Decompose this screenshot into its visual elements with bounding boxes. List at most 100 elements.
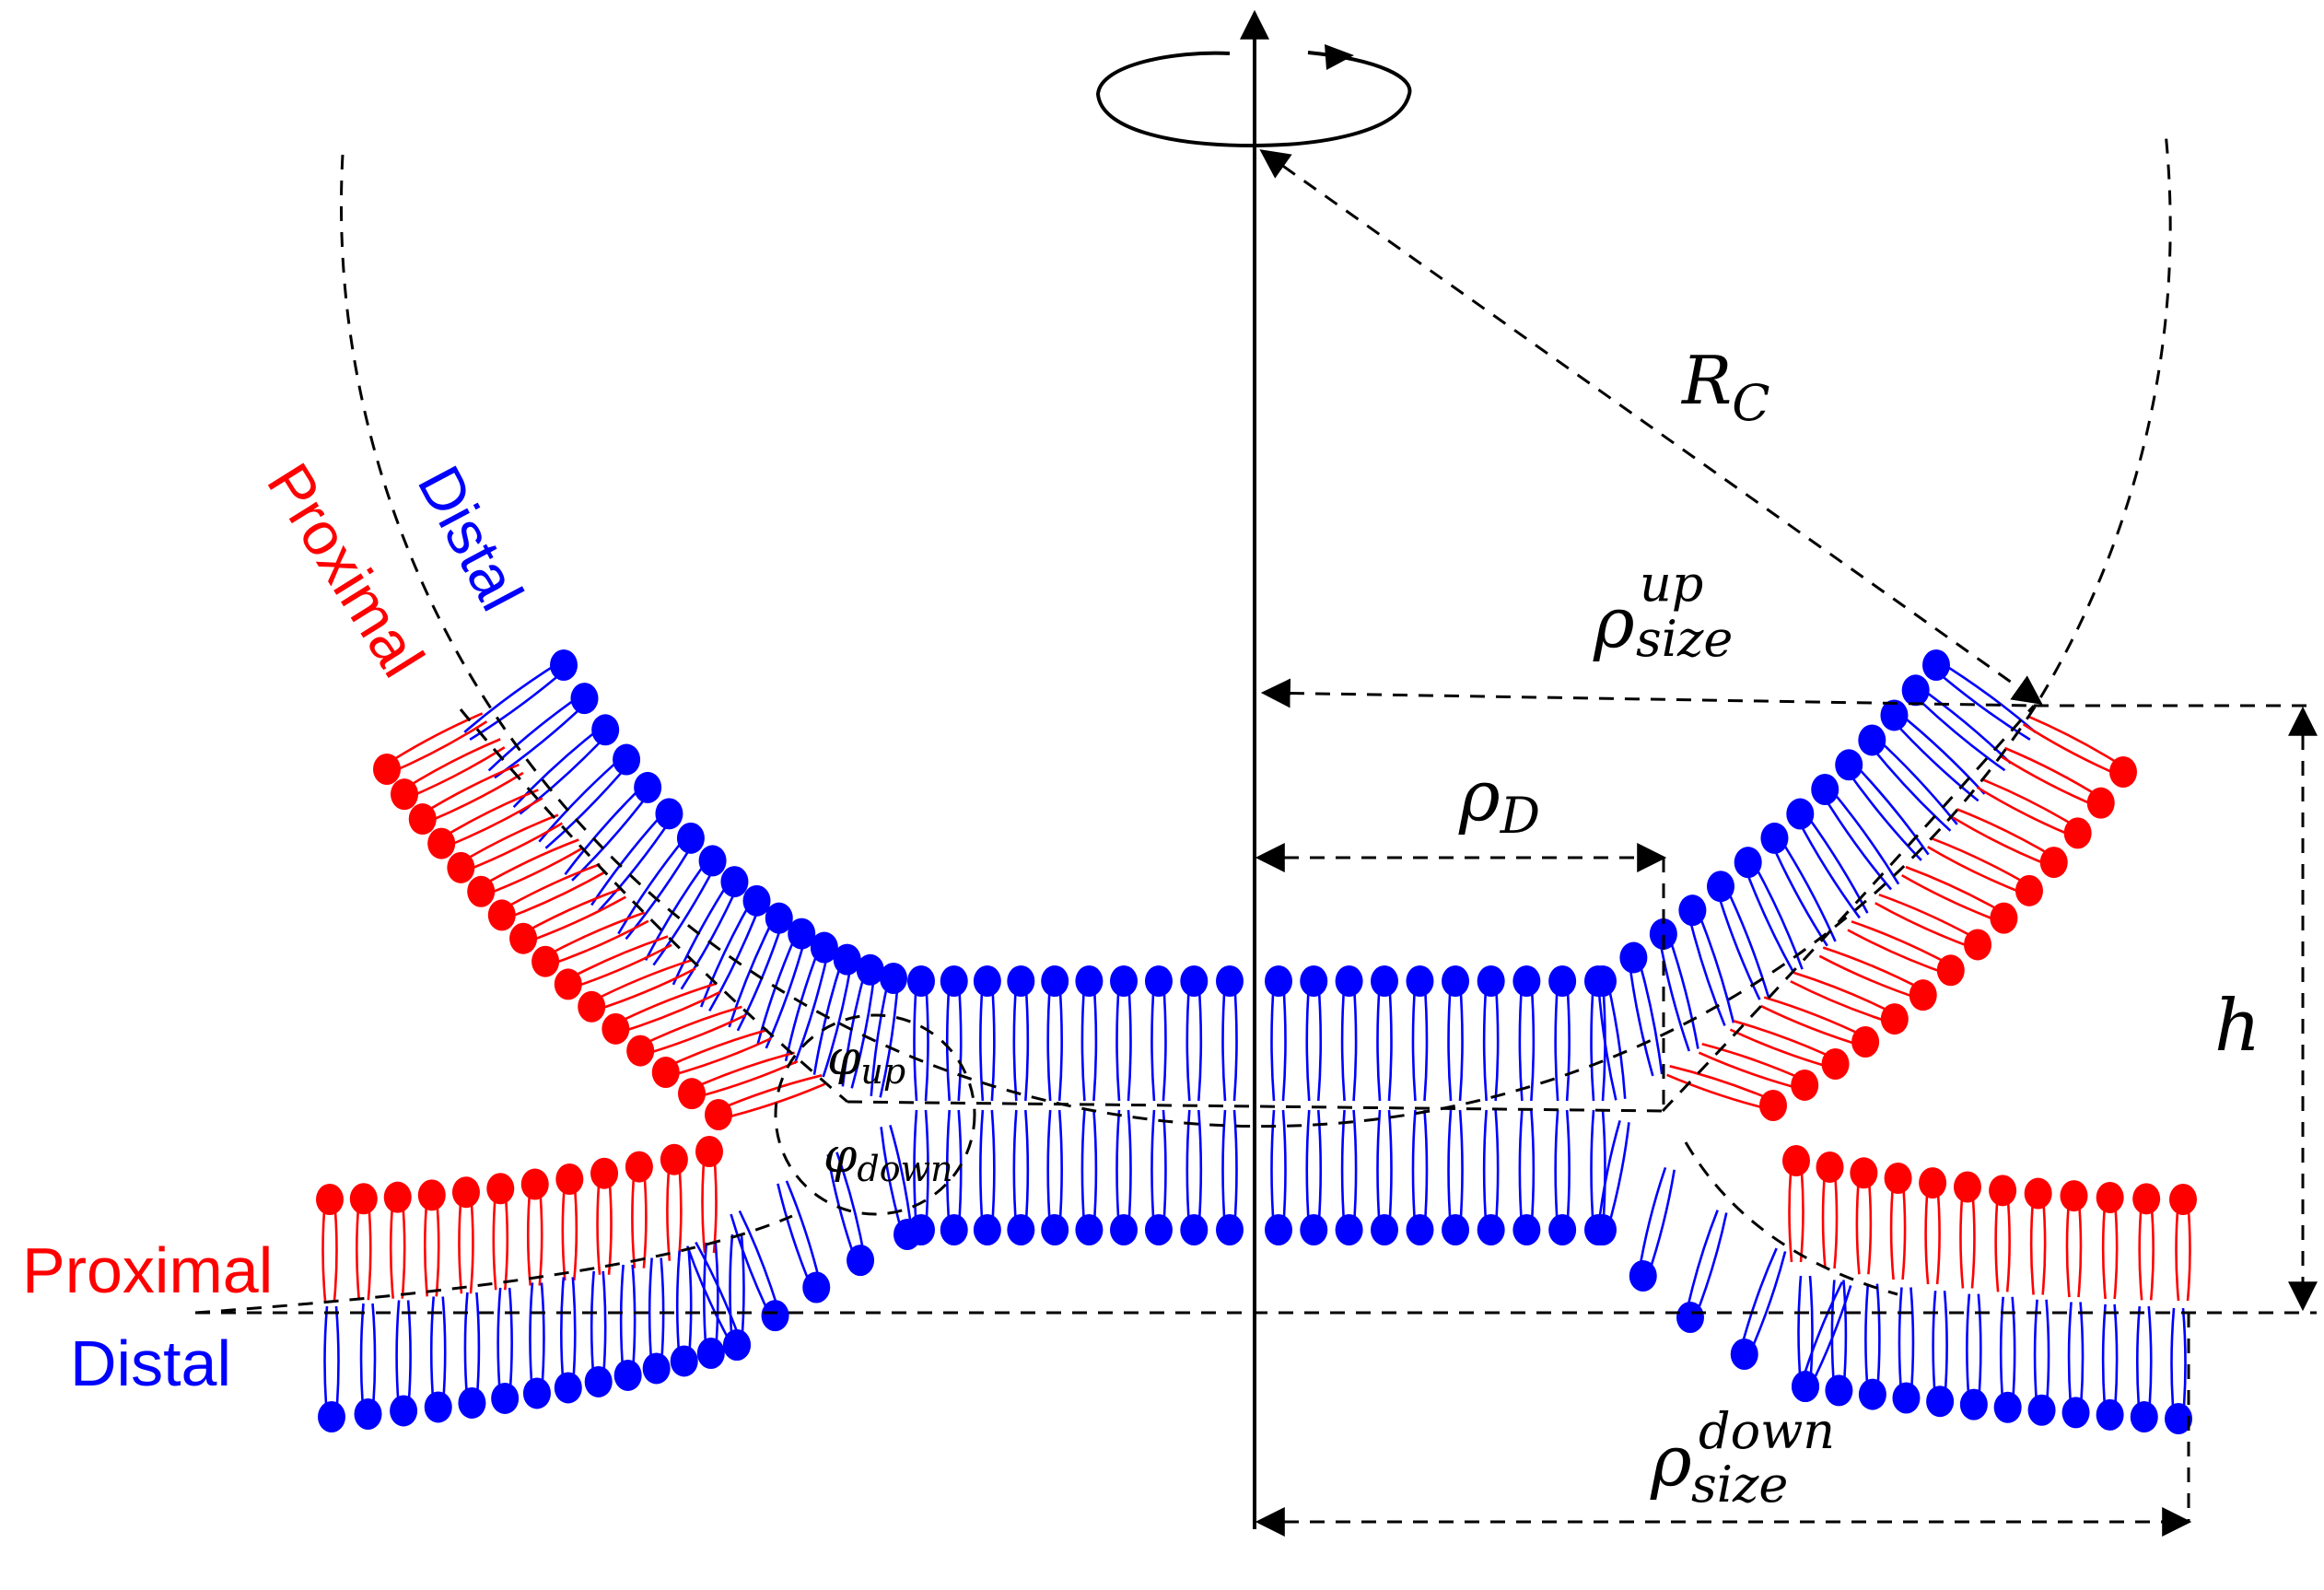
lipid-right-vesicle-proximal (1927, 836, 2043, 906)
lipid-right-vesicle-distal (1786, 798, 1869, 919)
upper-left-distal-label: Distal (405, 455, 537, 621)
rho-size-up-sub: size (1636, 610, 1733, 668)
lipid-diaphragm-upper (940, 965, 968, 1102)
lipid-diaphragm-lower (1007, 1109, 1035, 1245)
rho-size-up-label: ρ (1593, 581, 1635, 663)
lipid-right-vesicle-proximal (2000, 746, 2115, 819)
lipid-right-vesicle-distal (1649, 918, 1699, 1052)
lipid-left-plane-distal (390, 1300, 418, 1427)
lipid-right-plane-distal (1858, 1283, 1886, 1410)
lipid-diaphragm-upper (1216, 965, 1244, 1102)
lipid-left-vesicle-proximal (427, 789, 543, 859)
lipid-left-neck-distal (777, 1180, 831, 1304)
phi-up-label: φup (827, 1031, 905, 1092)
lipid-right-plane-proximal (1782, 1145, 1810, 1263)
rho-size-up-sup: up (1640, 555, 1703, 613)
lipid-right-vesicle-distal (1589, 965, 1627, 1101)
radius-arrow (1259, 149, 2043, 705)
lower-distal-label: Distal (70, 1327, 231, 1399)
lipid-left-vesicle-proximal (601, 982, 721, 1045)
lipid-diaphragm-upper (1371, 965, 1398, 1102)
lipid-left-plane-distal (318, 1305, 345, 1432)
lipid-right-plane-distal (1792, 1275, 1819, 1402)
left-upper-contour (459, 708, 848, 1104)
lipid-right-vesicle-proximal (1847, 920, 1965, 987)
lipid-left-plane-distal (670, 1250, 698, 1377)
lipid-right-vesicle-distal (1922, 649, 2037, 742)
lipid-left-neck-distal (685, 1241, 751, 1361)
lipid-left-plane-proximal (590, 1157, 619, 1275)
right-upper-contour (1661, 705, 2036, 1113)
lipid-diaphragm-upper (1406, 965, 1434, 1102)
lipid-left-plane-proximal (417, 1179, 446, 1297)
lipid-right-plane-distal (2130, 1305, 2158, 1433)
lipid-left-plane-proximal (486, 1173, 515, 1291)
lipid-left-vesicle-distal (699, 884, 771, 1012)
lipid-left-vesicle-distal (672, 866, 749, 990)
lipid-right-vesicle-distal (1811, 774, 1900, 891)
height-label: h (2214, 985, 2260, 1068)
lipid-right-vesicle-proximal (1952, 808, 2068, 879)
lipid-diaphragm-upper (1144, 965, 1173, 1102)
guide-lines (194, 9, 2318, 1537)
lipid-right-vesicle-proximal (1901, 865, 2018, 934)
lipid-diaphragm-lower (1371, 1109, 1398, 1245)
lipid-right-vesicle-distal (1835, 749, 1930, 861)
lipid-diaphragm-lower (1144, 1109, 1173, 1245)
lipid-right-vesicle-distal (1678, 894, 1735, 1026)
lipid-diaphragm-lower (1335, 1109, 1363, 1245)
rho-d-label: ρD (1458, 754, 1540, 845)
lipid-right-neck-distal (1589, 1119, 1630, 1245)
lipid-left-plane-proximal (660, 1143, 688, 1261)
lipid-diaphragm-upper (1265, 965, 1292, 1102)
lipid-left-plane-proximal (451, 1176, 480, 1294)
lipid-diaphragm-lower (1477, 1109, 1505, 1245)
phi-down-label: φdown (823, 1128, 953, 1189)
lipid-left-vesicle-distal (564, 771, 662, 882)
lipid-diaphragm-lower (1442, 1109, 1470, 1245)
lipid-right-vesicle-distal (1707, 871, 1769, 1000)
midplane-line (847, 1100, 1664, 1113)
lipid-left-vesicle-proximal (578, 958, 696, 1023)
lipid-left-vesicle-proximal (373, 712, 488, 785)
lipid-right-vesicle-proximal (1874, 893, 1992, 961)
phi-junction-circle (774, 1013, 976, 1216)
lipid-right-vesicle-distal (1858, 724, 1958, 832)
lipid-left-vesicle-proximal (531, 911, 649, 977)
lipid-left-plane-distal (584, 1270, 613, 1397)
lipid-left-vesicle-proximal (554, 935, 672, 1000)
lipid-diaphragm-lower (1300, 1109, 1328, 1245)
lipid-left-plane-distal (458, 1292, 486, 1419)
lipid-left-vesicle-distal (728, 902, 793, 1032)
lipid-left-vesicle-proximal (678, 1051, 799, 1110)
lipid-left-plane-distal (696, 1242, 725, 1369)
lipid-right-plane-proximal (2024, 1177, 2052, 1295)
lipid-diaphragm-lower (1041, 1109, 1069, 1245)
lipid-right-plane-distal (1892, 1287, 1921, 1414)
lipid-diaphragm-upper (907, 965, 935, 1102)
lipid-left-vesicle-proximal (467, 838, 584, 907)
rho-size-down-sub: size (1691, 1456, 1788, 1514)
lipid-diaphragm-upper (1300, 965, 1328, 1102)
lipid-right-plane-proximal (2060, 1180, 2088, 1298)
lipid-right-plane-proximal (1884, 1162, 1912, 1280)
lipid-left-plane-distal (554, 1277, 582, 1404)
lipid-left-vesicle-distal (538, 743, 641, 849)
lipid-diaphragm-lower (1180, 1109, 1209, 1245)
lipid-right-vesicle-proximal (1818, 946, 1937, 1011)
lipid-right-plane-distal (1926, 1291, 1955, 1418)
lipid-right-plane-distal (1993, 1296, 2022, 1423)
radius-label: RC (1680, 342, 1770, 432)
lipid-left-vesicle-proximal (487, 862, 605, 931)
lipid-right-vesicle-proximal (1790, 971, 1909, 1035)
rotation-arrow-icon (1095, 51, 1412, 148)
lipid-right-vesicle-proximal (1698, 1042, 1819, 1101)
lipid-diaphragm-lower (1406, 1109, 1434, 1245)
lipid-right-plane-proximal (1850, 1157, 1878, 1275)
lipid-right-plane-distal (1825, 1280, 1853, 1407)
lipid-bilayers (316, 649, 2197, 1434)
lipid-right-plane-distal (2027, 1299, 2056, 1426)
lipid-left-vesicle-proximal (626, 1005, 746, 1067)
lipid-left-vesicle-proximal (651, 1028, 772, 1089)
lipid-left-plane-distal (642, 1257, 671, 1385)
